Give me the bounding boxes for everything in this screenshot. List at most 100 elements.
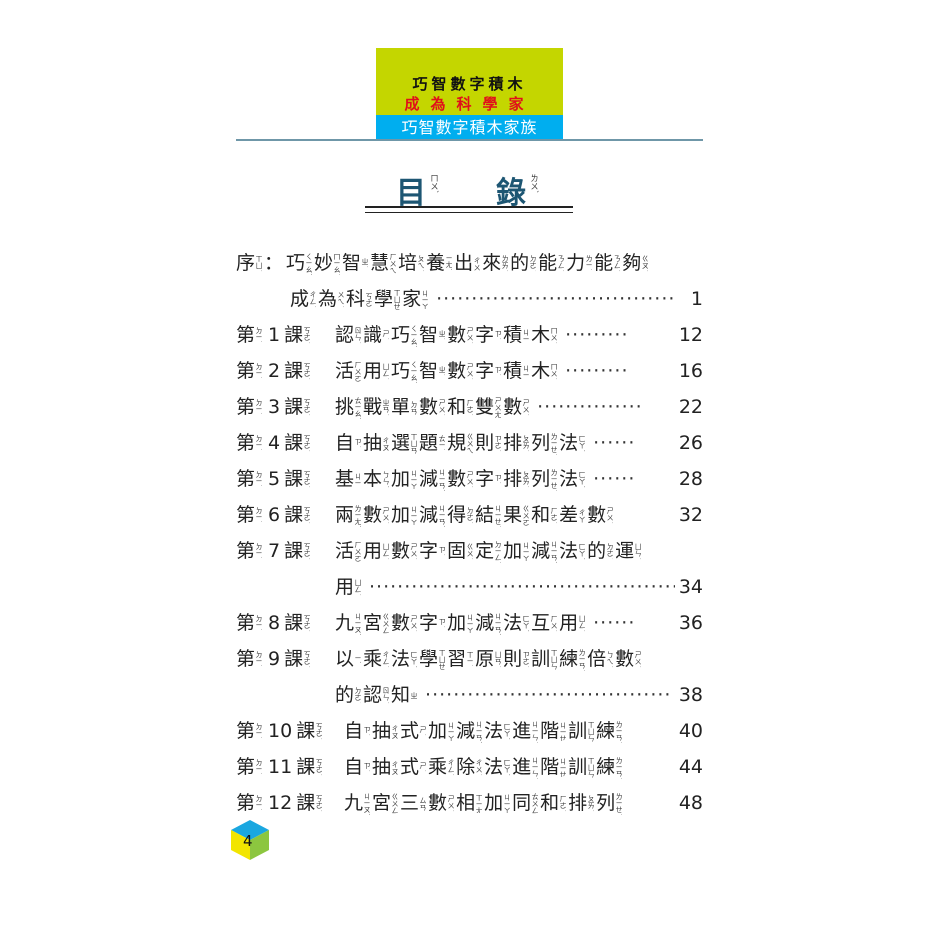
char: 運 (615, 540, 635, 562)
char: 培 (398, 252, 418, 274)
zhuyin: ㄊㄧㄠˇ (354, 396, 362, 419)
zhuyin: ㄕㄨˋ (522, 398, 530, 417)
toc-entry[interactable]: 第ㄉㄧˋ2課ㄎㄜˋ活ㄏㄨㄛˊ用ㄩㄥˋ巧ㄑㄧㄠˇ智ㄓˋ數ㄕㄨˋ字ㄗˋ積ㄐㄧ木ㄇㄨˋ… (236, 356, 703, 392)
toc-entry[interactable]: 第ㄉㄧˋ4課ㄎㄜˋ自ㄗˋ抽ㄔㄡ選ㄒㄩㄢˇ題ㄊㄧˊ規ㄍㄨㄟ則ㄗㄜˊ排ㄆㄞˊ列ㄌㄧㄝ… (236, 428, 703, 464)
char: 的 (587, 540, 607, 562)
zhuyin: ㄉㄧˋ (255, 759, 263, 776)
char: 宮 (372, 792, 392, 814)
entry-page-number: 34 (674, 572, 703, 602)
entry-title: 自ㄗˋ抽ㄔㄡ選ㄒㄩㄢˇ題ㄊㄧˊ規ㄍㄨㄟ則ㄗㄜˊ排ㄆㄞˊ列ㄌㄧㄝˋ法ㄈㄚˇ····… (335, 428, 635, 458)
zhuyin: ㄕㄨˋ (466, 470, 474, 489)
char: 課 (284, 468, 304, 490)
entry-prefix: 序ㄒㄩˋ： (236, 248, 283, 278)
char: 用 (363, 360, 383, 382)
zhuyin: ㄐㄧㄡˇ (363, 792, 371, 815)
zhuyin: ㄆㄟˊ (417, 254, 425, 273)
entry-title: 的ㄉㄜ˙認ㄖㄣˋ知ㄓ······························… (335, 680, 671, 710)
char: 自 (335, 432, 355, 454)
zhuyin: ㄉㄧㄥˋ (494, 540, 502, 563)
entry-title: 用ㄩㄥˋ····································… (335, 572, 686, 602)
toc-entry[interactable]: 用ㄩㄥˋ····································… (236, 572, 703, 608)
zhuyin: ㄇㄨˋ (550, 362, 558, 381)
entry-page-number: 40 (674, 716, 703, 746)
char: 數 (391, 612, 411, 634)
toc-entry[interactable]: 第ㄉㄧˋ7課ㄎㄜˋ活ㄏㄨㄛˊ用ㄩㄥˋ數ㄕㄨˋ字ㄗˋ固ㄍㄨˋ定ㄉㄧㄥˋ加ㄐㄧㄚ減ㄐ… (236, 536, 703, 572)
char: 積 (503, 324, 523, 346)
char: 除 (456, 756, 476, 778)
toc-entry[interactable]: 第ㄉㄧˋ9課ㄎㄜˋ以ㄧˇ乘ㄔㄥˊ法ㄈㄚˇ學ㄒㄩㄝˊ習ㄒㄧˊ原ㄩㄢˊ則ㄗㄜˊ訓ㄒㄩ… (236, 644, 703, 680)
toc-entry[interactable]: 成ㄔㄥˊ為ㄨㄟˊ科ㄎㄜ學ㄒㄩㄝˊ家ㄐㄧㄚ····················… (236, 284, 703, 320)
char: 第 (236, 792, 256, 814)
zhuyin: ㄏㄨㄟˋ (389, 252, 397, 275)
zhuyin: ㄗˋ (494, 366, 502, 377)
char: 乘 (428, 756, 448, 778)
char: 規 (447, 432, 467, 454)
char: 用 (363, 540, 383, 562)
dot-leader: ······ (593, 432, 636, 454)
zhuyin: ㄉㄜˊ (466, 506, 474, 525)
zhuyin: ㄉㄧˋ (255, 327, 263, 344)
toc-entry[interactable]: 第ㄉㄧˋ12課ㄎㄜˋ九ㄐㄧㄡˇ宮ㄍㄨㄥ三ㄙㄢ數ㄕㄨˋ相ㄒㄧㄤ加ㄐㄧㄚ同ㄊㄨㄥˊ和… (236, 788, 703, 824)
char: 得 (447, 504, 467, 526)
zhuyin: ㄔㄨˊ (475, 758, 483, 777)
toc-entry[interactable]: 的ㄉㄜ˙認ㄖㄣˋ知ㄓ······························… (236, 680, 703, 716)
dot-leader: ······ (593, 612, 636, 634)
zhuyin: ㄩㄣˋ (634, 542, 642, 561)
zhuyin: ㄒㄩㄝˊ (393, 288, 401, 311)
zhuyin: ㄐㄧㄚ (522, 541, 530, 562)
zhuyin: ㄌㄧㄤˇ (354, 504, 362, 527)
zhuyin: ㄉㄧˋ (255, 435, 263, 452)
zhuyin: ㄗˋ (438, 618, 446, 629)
series-family-band: 巧智數字積木家族 (376, 115, 563, 140)
char: 減 (475, 612, 495, 634)
char: 巧 (391, 324, 411, 346)
char: 字 (419, 540, 439, 562)
lesson-number: 6 (268, 504, 281, 526)
char: 字 (475, 324, 495, 346)
zhuyin: ㄓㄢˋ (382, 398, 390, 417)
zhuyin: ㄐㄧㄚ (421, 289, 429, 310)
char: 基 (335, 468, 355, 490)
zhuyin: ㄒㄩㄝˊ (438, 648, 446, 671)
char: 加 (391, 468, 411, 490)
char: 列 (531, 468, 551, 490)
char: 第 (236, 360, 256, 382)
char: 科 (346, 288, 366, 310)
series-header-box: 巧智數字積木 成為科學家 巧智數字積木家族 (376, 48, 563, 140)
char: 加 (503, 540, 523, 562)
char: 抽 (372, 720, 392, 742)
toc-entry[interactable]: 序ㄒㄩˋ：巧ㄑㄧㄠˇ妙ㄇㄧㄠˋ智ㄓˋ慧ㄏㄨㄟˋ培ㄆㄟˊ養ㄧㄤˇ出ㄔㄨ來ㄌㄞˊ的ㄉ… (236, 248, 703, 284)
zhuyin: ㄩㄥˋ (578, 614, 586, 633)
zhuyin: ㄍㄨㄥ (382, 613, 390, 634)
char: 法 (559, 432, 579, 454)
char: 認 (335, 324, 355, 346)
title-char-2: 錄 (496, 176, 526, 211)
zhuyin: ㄅㄣˇ (382, 470, 390, 489)
char: 則 (475, 432, 495, 454)
char: 乘 (363, 648, 383, 670)
char: 用 (335, 576, 355, 598)
entry-page-number: 36 (674, 608, 703, 638)
zhuyin: ㄨㄟˊ (337, 290, 345, 309)
char: 第 (236, 612, 256, 634)
lesson-number: 3 (268, 396, 281, 418)
char: 第 (236, 324, 256, 346)
char: 倍 (587, 648, 607, 670)
zhuyin: ㄓ (410, 692, 418, 699)
char: 夠 (622, 252, 642, 274)
zhuyin: ㄐㄧㄚ (466, 613, 474, 634)
char: 用 (559, 612, 579, 634)
char: 字 (475, 468, 495, 490)
entry-title: 兩ㄌㄧㄤˇ數ㄕㄨˋ加ㄐㄧㄚ減ㄐㄧㄢˇ得ㄉㄜˊ結ㄐㄧㄝˊ果ㄍㄨㄛˇ和ㄏㄜˊ差ㄔㄚ數… (335, 500, 615, 530)
